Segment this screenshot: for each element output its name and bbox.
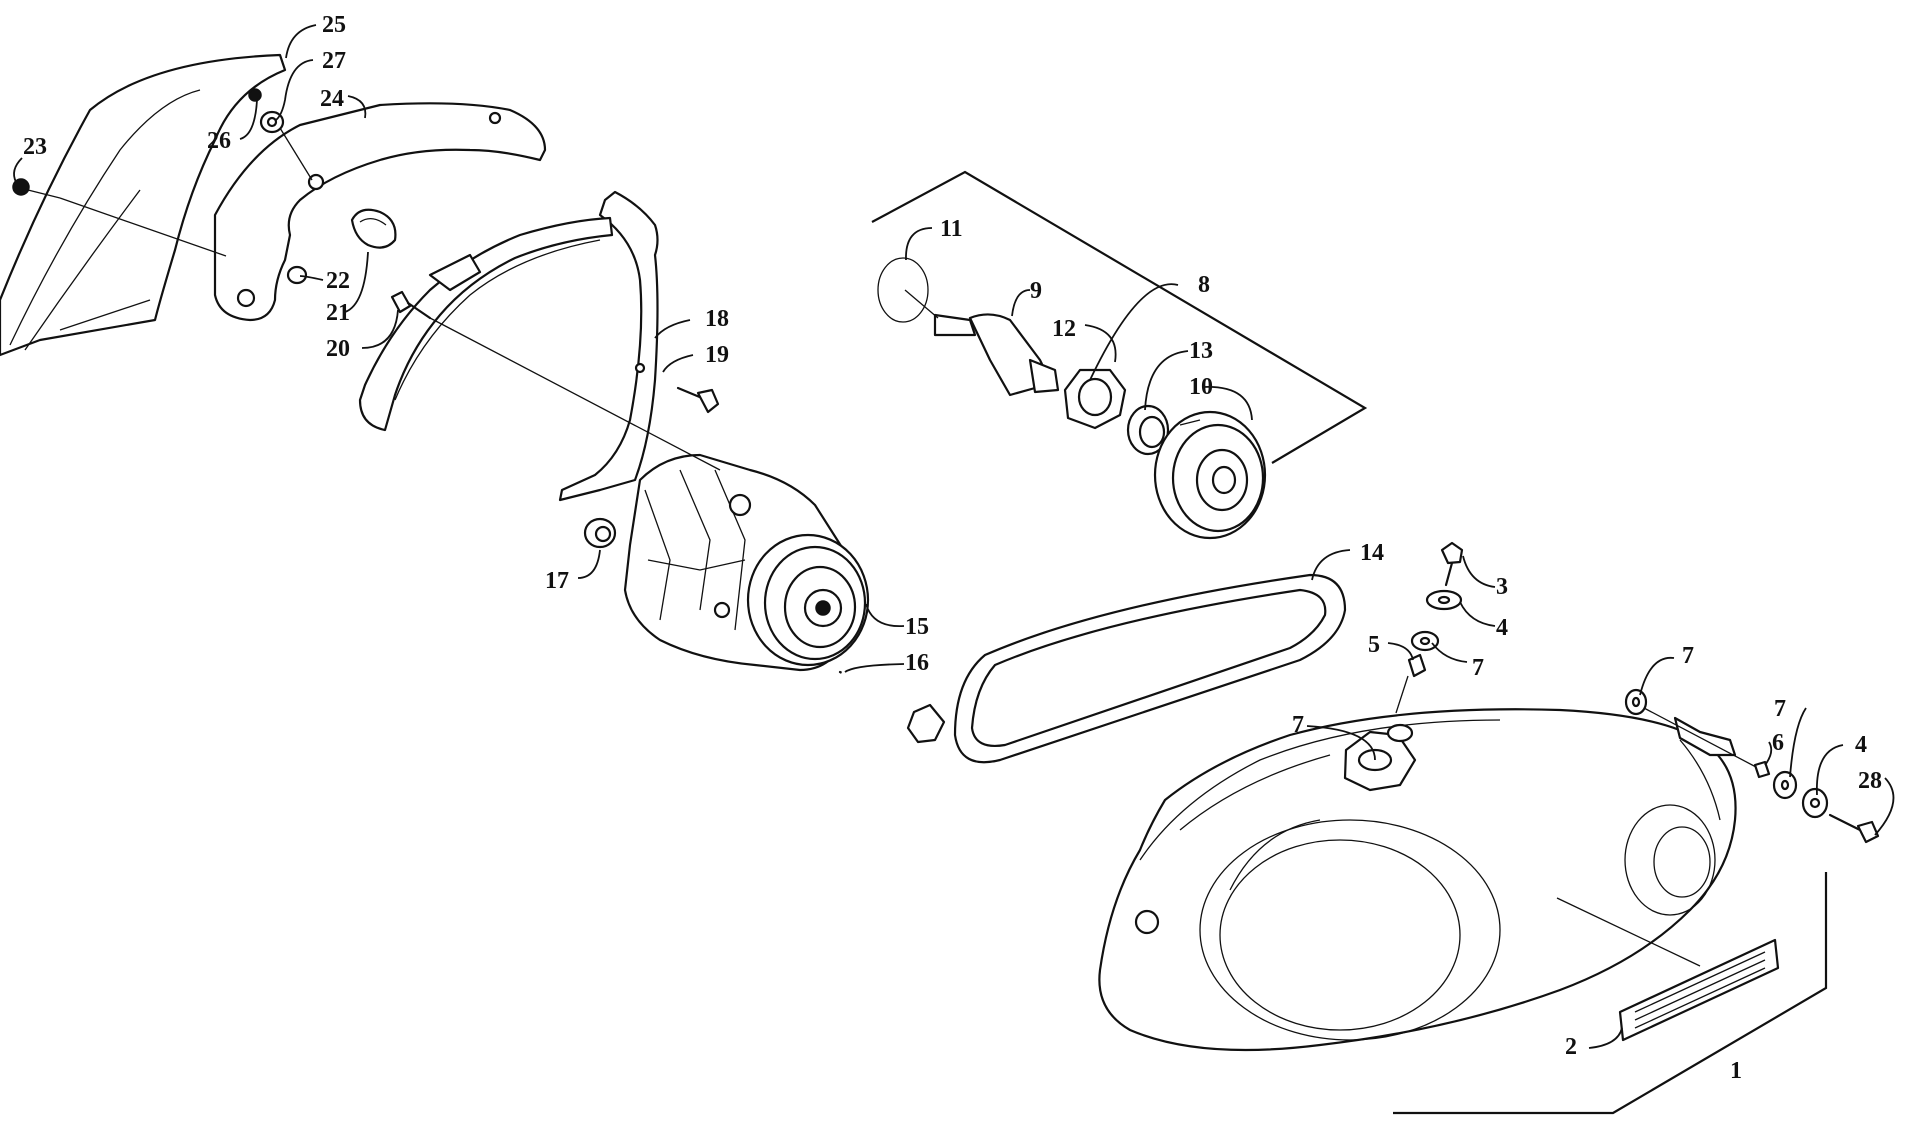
callout-18: 18 xyxy=(705,306,729,332)
part-10-pulley xyxy=(1153,410,1267,540)
callout-7-cover: 7 xyxy=(1292,712,1304,738)
part-4-washer-right xyxy=(1801,787,1829,819)
part-1-bracket xyxy=(1393,872,1828,1115)
callout-16: 16 xyxy=(905,650,929,676)
part-13-spacer-ring xyxy=(1126,404,1170,456)
part-23-screw xyxy=(12,178,61,199)
callout-7-top: 7 xyxy=(1472,655,1484,681)
assembly-lines xyxy=(59,127,1757,967)
callout-14: 14 xyxy=(1360,540,1384,566)
callout-23: 23 xyxy=(23,134,47,160)
leader-lines xyxy=(13,24,1895,1049)
part-6-spacer xyxy=(1753,760,1771,779)
part-17-nut xyxy=(583,517,617,549)
callout-9: 9 xyxy=(1030,278,1042,304)
callout-5: 5 xyxy=(1368,632,1380,658)
callout-6: 6 xyxy=(1772,730,1784,756)
callout-15: 15 xyxy=(905,614,929,640)
callout-21: 21 xyxy=(326,300,350,326)
callout-13: 13 xyxy=(1189,338,1213,364)
callout-3: 3 xyxy=(1496,574,1508,600)
callout-19: 19 xyxy=(705,342,729,368)
part-7-washer-right-a xyxy=(1624,688,1648,716)
part-22-nut xyxy=(286,265,308,285)
callout-25: 25 xyxy=(322,12,346,38)
part-19-bolt xyxy=(676,386,720,414)
part-2-decal xyxy=(1618,938,1780,1042)
part-28-bolt xyxy=(1828,813,1880,844)
part-4-washer-top xyxy=(1425,589,1463,611)
part-9-shaft xyxy=(933,313,1060,397)
part-14-drive-belt xyxy=(953,573,1347,764)
callout-22: 22 xyxy=(326,268,350,294)
callout-7-right-a: 7 xyxy=(1682,643,1694,669)
part-15-alternator xyxy=(623,453,870,672)
part-5-grommet xyxy=(1407,653,1427,678)
part-21-clamp xyxy=(350,208,397,249)
part-7-washer-right-b xyxy=(1772,770,1798,800)
part-20-bolt xyxy=(390,290,432,320)
callout-27: 27 xyxy=(322,48,346,74)
part-8-assembly-bracket xyxy=(871,170,1368,464)
callout-28: 28 xyxy=(1858,768,1882,794)
callout-20: 20 xyxy=(326,336,350,362)
callout-4-top: 4 xyxy=(1496,615,1508,641)
callout-10: 10 xyxy=(1189,374,1213,400)
part-27-washer xyxy=(259,110,285,134)
callout-labels: 25 27 24 26 23 22 21 20 18 19 17 15 16 1… xyxy=(23,12,1882,1084)
part-12-nut xyxy=(1063,368,1127,430)
callout-12: 12 xyxy=(1052,316,1076,342)
callout-8: 8 xyxy=(1198,272,1210,298)
part-18-alternator-bracket xyxy=(358,190,659,502)
part-26-screw xyxy=(248,88,262,102)
part-25-cover-shroud xyxy=(0,53,287,357)
part-7-washer-top xyxy=(1410,630,1440,652)
callout-26: 26 xyxy=(207,128,231,154)
callout-2: 2 xyxy=(1565,1034,1577,1060)
callout-17: 17 xyxy=(545,568,569,594)
callout-11: 11 xyxy=(940,216,963,242)
part-1-drive-cover xyxy=(1098,708,1737,1052)
part-3-bolt xyxy=(1440,541,1464,587)
part-11-o-ring xyxy=(877,257,929,323)
callout-7-right-b: 7 xyxy=(1774,696,1786,722)
callout-1: 1 xyxy=(1730,1058,1742,1084)
callout-24: 24 xyxy=(320,86,344,112)
part-16-long-bolt xyxy=(838,669,946,744)
callout-4-right: 4 xyxy=(1855,732,1867,758)
